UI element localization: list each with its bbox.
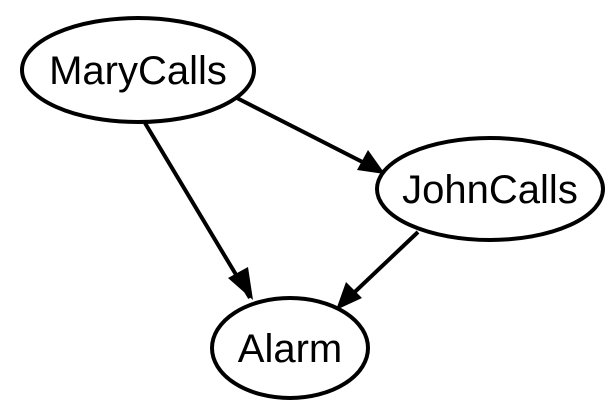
arrowhead-mary-alarm [228, 267, 253, 300]
arrowhead-mary-john [357, 150, 385, 174]
edge-mary-alarm [143, 121, 252, 300]
edge-mary-john [234, 95, 383, 174]
node-alarm: Alarm [210, 296, 370, 400]
node-label: MaryCalls [49, 49, 227, 93]
node-mary-calls: MaryCalls [20, 16, 256, 124]
node-label: JohnCalls [402, 168, 578, 212]
node-label: Alarm [238, 327, 342, 371]
node-john-calls: JohnCalls [375, 136, 605, 242]
arrowhead-john-alarm [336, 282, 362, 310]
